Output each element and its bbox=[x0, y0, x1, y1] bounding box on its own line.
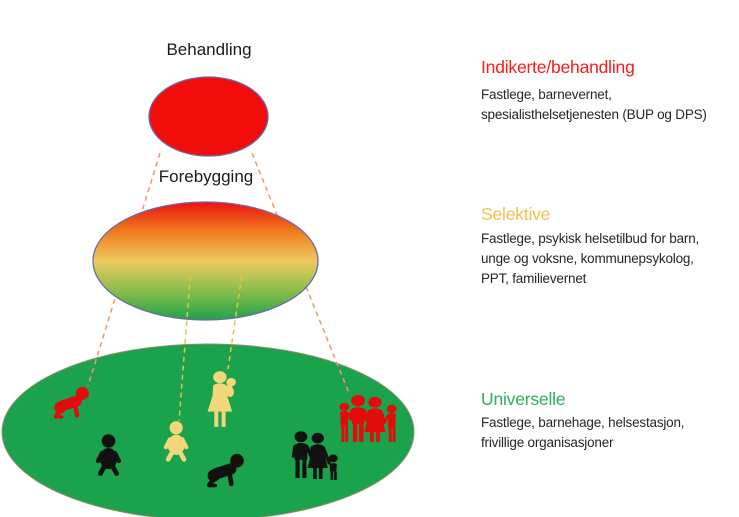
projection-dashed-line-left-yellow bbox=[178, 266, 192, 422]
legend-selective-title: Selektive bbox=[481, 204, 551, 224]
treatment-ellipse bbox=[148, 76, 269, 157]
treatment-label: Behandling bbox=[166, 40, 252, 59]
legend-indicated-body: Fastlege, barnevernet, spesialisthelsetj… bbox=[481, 87, 707, 122]
legend-universal-body: Fastlege, barnehage, helsestasjon, frivi… bbox=[481, 415, 685, 450]
projection-dashed-line-right-yellow bbox=[227, 266, 244, 370]
black-family-icon bbox=[291, 431, 338, 480]
legend-selective-body: Fastlege, psykisk helsetilbud for barn, … bbox=[481, 231, 700, 286]
prevention-ellipse bbox=[92, 201, 319, 321]
prevention-label: Forebygging bbox=[158, 167, 254, 186]
universal-ellipse bbox=[1, 343, 415, 517]
yellow-mother-with-baby-icon bbox=[207, 371, 236, 427]
prevention-pyramid-diagram bbox=[1, 76, 415, 517]
red-family-icon bbox=[339, 395, 397, 442]
legend-indicated-title: Indikerte/behandling bbox=[481, 57, 635, 77]
legend-universal-title: Universelle bbox=[481, 389, 566, 409]
